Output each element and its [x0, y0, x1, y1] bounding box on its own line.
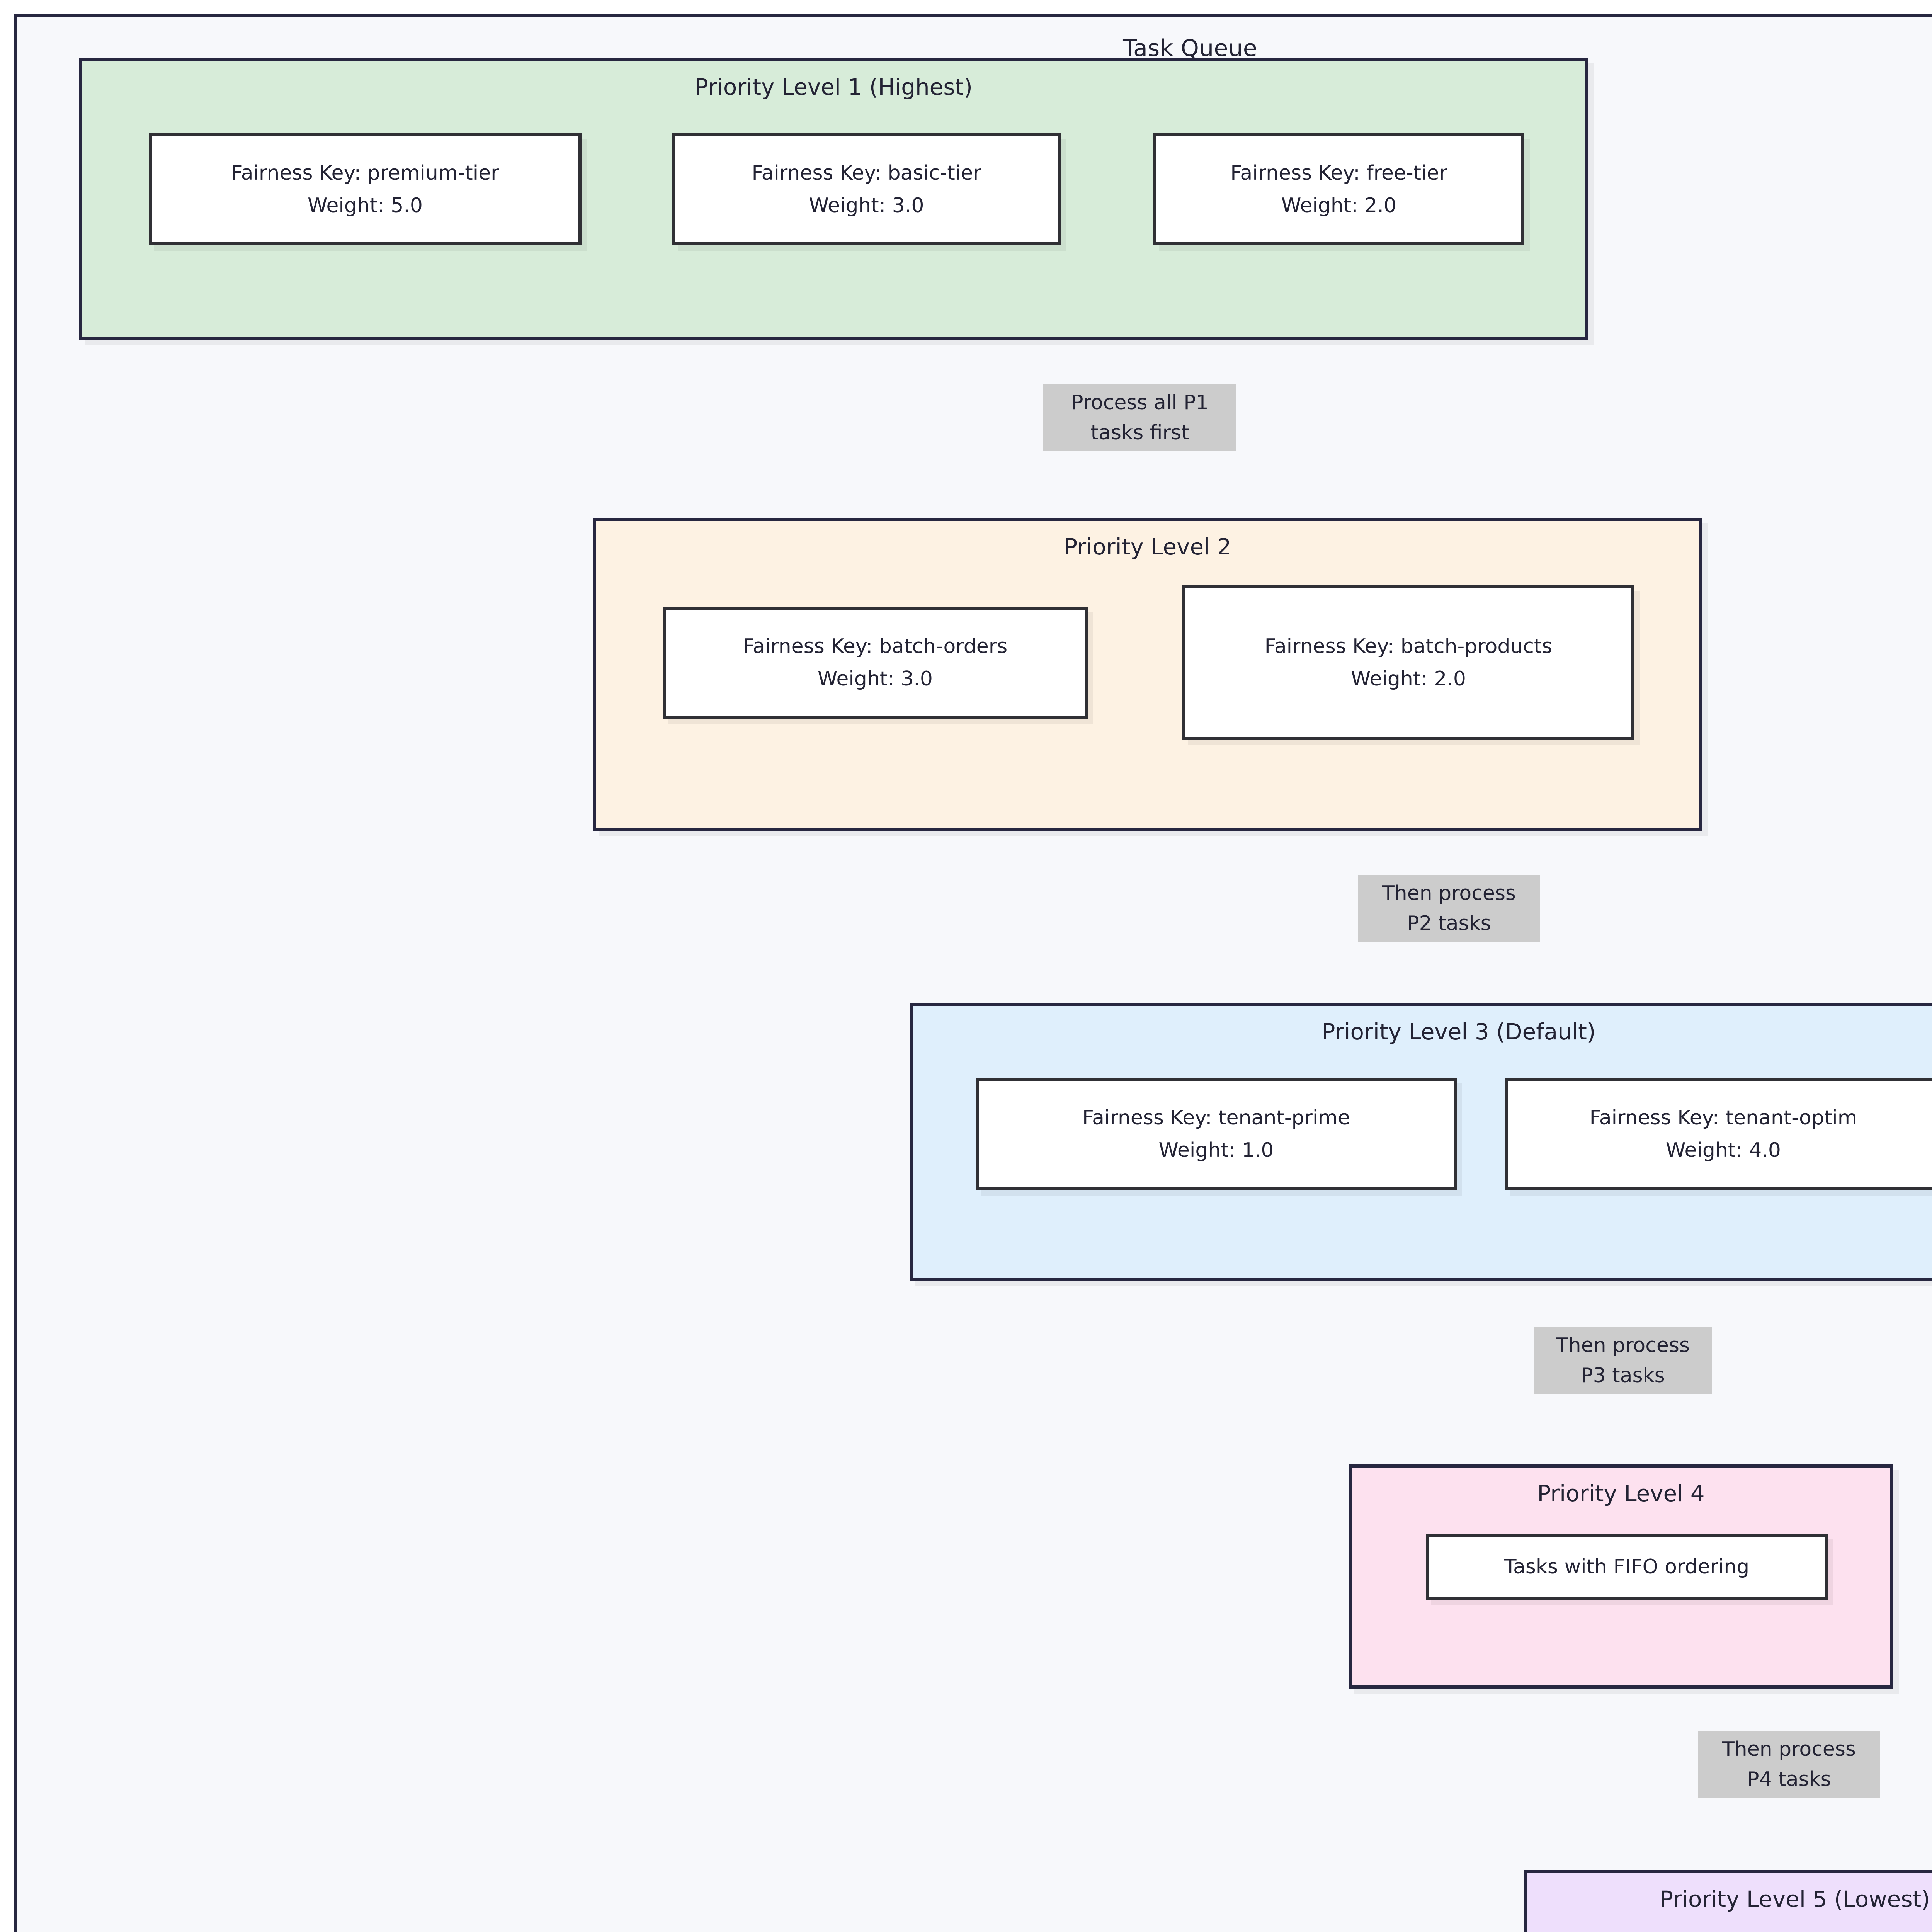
cluster-title-p1: Priority Level 1 (Highest) — [695, 74, 973, 100]
cluster-priority-level-5[interactable]: Priority Level 5 (Lowest) — [1524, 1870, 1932, 1932]
fairness-weight-label: Weight: 2.0 — [1351, 667, 1466, 690]
fairness-node-free-tier[interactable]: Fairness Key: free-tier Weight: 2.0 — [1153, 133, 1524, 245]
edge-label-p2-to-p3: Then process P2 tasks — [1358, 875, 1540, 942]
fairness-node-premium-tier[interactable]: Fairness Key: premium-tier Weight: 5.0 — [149, 133, 582, 245]
fairness-node-batch-products[interactable]: Fairness Key: batch-products Weight: 2.0 — [1182, 585, 1634, 740]
cluster-title-p2: Priority Level 2 — [1064, 534, 1231, 560]
diagram-title: Task Queue — [1123, 35, 1257, 62]
fairness-node-batch-orders[interactable]: Fairness Key: batch-orders Weight: 3.0 — [663, 607, 1088, 719]
fairness-node-basic-tier[interactable]: Fairness Key: basic-tier Weight: 3.0 — [672, 133, 1061, 245]
fifo-label: Tasks with FIFO ordering — [1504, 1555, 1750, 1578]
edge-label-p4-to-p5: Then process P4 tasks — [1698, 1731, 1880, 1798]
fairness-key-label: Fairness Key: tenant-prime — [1082, 1106, 1350, 1129]
fairness-weight-label: Weight: 5.0 — [308, 194, 423, 217]
fairness-weight-label: Weight: 3.0 — [809, 194, 924, 217]
cluster-title-p5: Priority Level 5 (Lowest) — [1660, 1886, 1930, 1912]
edge-label-p3-to-p4: Then process P3 tasks — [1534, 1327, 1712, 1394]
fairness-node-tenant-prime[interactable]: Fairness Key: tenant-prime Weight: 1.0 — [976, 1078, 1457, 1190]
fifo-node-p4[interactable]: Tasks with FIFO ordering — [1426, 1534, 1828, 1600]
fairness-key-label: Fairness Key: basic-tier — [752, 161, 981, 185]
fairness-weight-label: Weight: 1.0 — [1158, 1139, 1274, 1162]
fairness-weight-label: Weight: 2.0 — [1281, 194, 1396, 217]
fairness-weight-label: Weight: 3.0 — [818, 667, 933, 690]
cluster-title-p3: Priority Level 3 (Default) — [1321, 1019, 1596, 1045]
cluster-title-p4: Priority Level 4 — [1537, 1480, 1705, 1507]
fairness-key-label: Fairness Key: tenant-optim — [1589, 1106, 1857, 1129]
fairness-key-label: Fairness Key: free-tier — [1230, 161, 1447, 185]
fairness-key-label: Fairness Key: premium-tier — [231, 161, 499, 185]
edge-label-p1-to-p2: Process all P1 tasks first — [1043, 384, 1236, 451]
fairness-key-label: Fairness Key: batch-orders — [743, 634, 1008, 658]
fairness-weight-label: Weight: 4.0 — [1666, 1139, 1781, 1162]
fairness-key-label: Fairness Key: batch-products — [1264, 634, 1553, 658]
fairness-node-tenant-optim[interactable]: Fairness Key: tenant-optim Weight: 4.0 — [1505, 1078, 1932, 1190]
